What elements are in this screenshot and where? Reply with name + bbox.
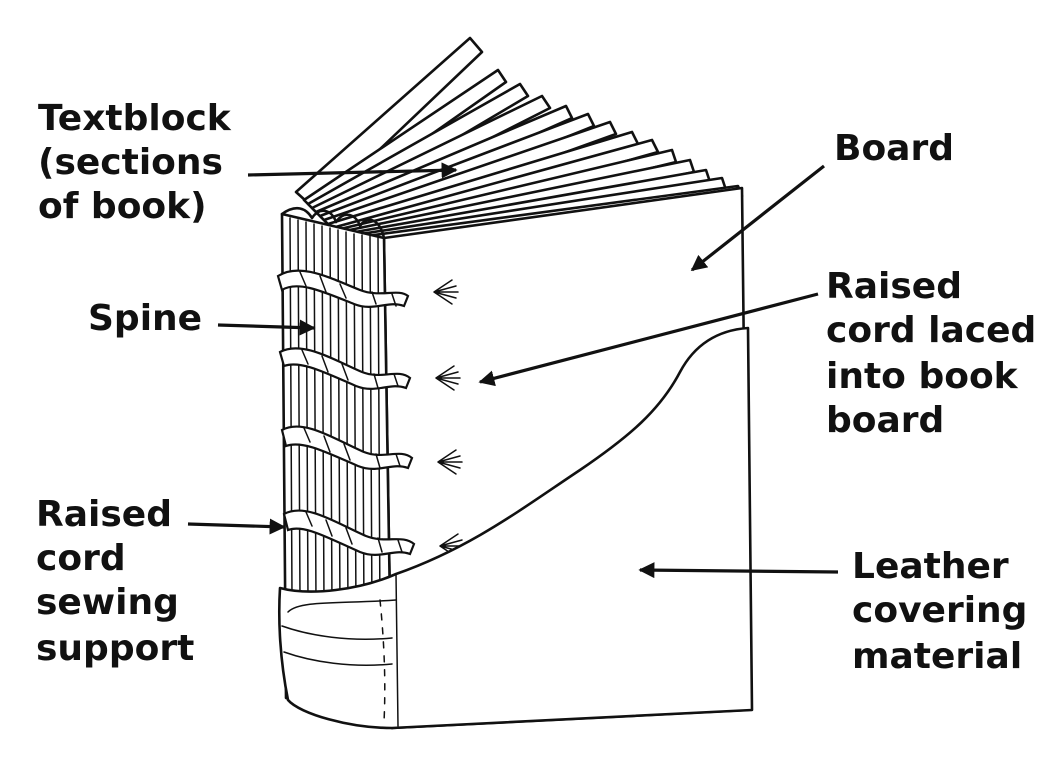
label-leather-line: material [852, 636, 1022, 677]
label-spine: Spine [88, 298, 202, 339]
laced-cord-fans [433, 279, 465, 559]
arrow-board [690, 164, 825, 272]
arrow-sewing-support [187, 518, 286, 535]
arrow-laced-cord [478, 292, 819, 387]
label-arrows [187, 162, 839, 579]
label-sewing-support-line: sewing [36, 582, 179, 623]
label-sewing-support-line: support [36, 628, 194, 669]
label-laced-cord-line: board [826, 400, 944, 441]
label-laced-cord: Raised cord laced into book board [826, 266, 1049, 441]
arrow-leather [638, 562, 839, 579]
label-sewing-support-line: Raised [36, 494, 172, 535]
label-leather-line: Leather [852, 546, 1009, 587]
label-sewing-support-line: cord [36, 538, 126, 579]
label-sewing-support: Raised cord sewing support [36, 494, 194, 669]
label-board-line: Board [834, 128, 954, 169]
leather-covering [277, 326, 754, 730]
label-textblock-line: Textblock [38, 98, 232, 139]
label-laced-cord-line: Raised [826, 266, 962, 307]
label-laced-cord-line: into book [826, 356, 1019, 397]
raised-cords [276, 269, 416, 556]
arrow-textblock [247, 162, 458, 179]
label-spine-line: Spine [88, 298, 202, 339]
label-leather: Leather covering material [852, 546, 1040, 677]
label-laced-cord-line: cord laced [826, 310, 1036, 351]
label-leather-line: covering [852, 590, 1027, 631]
arrow-spine [217, 319, 316, 336]
label-textblock: Textblock (sections of book) [38, 98, 243, 227]
label-textblock-line: of book) [38, 186, 207, 227]
label-textblock-line: (sections [38, 142, 223, 183]
label-board: Board [834, 128, 954, 169]
